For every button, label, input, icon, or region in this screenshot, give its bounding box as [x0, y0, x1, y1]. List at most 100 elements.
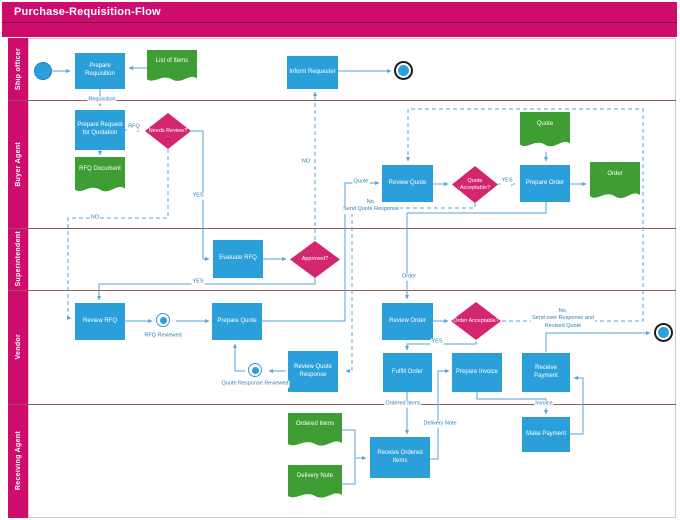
edge-label-approved-yes: YES — [191, 278, 205, 286]
document-label: Ordered Items — [295, 421, 335, 428]
task-label: Receive Payment — [534, 364, 558, 379]
document-label: Delivery Note — [296, 473, 333, 480]
decision-label: Needs Review? — [148, 127, 188, 134]
edge-label-quote-acceptable-yes: YES — [500, 177, 514, 185]
task-label: Review RFQ — [82, 317, 117, 324]
task-label: Evaluate RFQ — [219, 255, 257, 262]
edge-label-needs-review-no: NO — [89, 214, 101, 222]
task-prepare-quote[interactable]: Prepare Quote — [212, 303, 262, 340]
task-label: Review Quote Response — [294, 363, 332, 378]
connector-order — [405, 202, 547, 300]
connector-delivery-note-doc — [342, 459, 356, 485]
edge-label-order: Order — [400, 273, 418, 281]
title-separator — [2, 22, 677, 23]
task-label: Prepare Request for Quotation — [77, 122, 123, 136]
document-shape — [147, 50, 197, 81]
edge-label-approved-no: NO — [300, 158, 312, 166]
document-delivery-note[interactable]: Delivery Note — [288, 465, 342, 503]
diagram-title: Purchase-Requisition-Flow — [14, 6, 161, 18]
edge-label-order-acceptable-yes: YES — [430, 338, 444, 346]
edge-label-send-over-response: No, Send over Response and Revised Quote — [530, 308, 596, 331]
edge-label-line: No, — [365, 199, 377, 207]
document-list-of-items[interactable]: List of Items — [147, 50, 197, 86]
lane-divider — [8, 100, 676, 101]
document-order[interactable]: Order — [590, 162, 640, 204]
connector-receive-payment-to-end — [545, 331, 651, 352]
task-receive-ordered-items[interactable]: Receive Ordered Items — [370, 437, 430, 478]
edge-label-needs-review-yes: YES — [191, 192, 205, 200]
document-label: Order — [607, 171, 623, 178]
lane-divider — [8, 404, 676, 405]
document-label: RFQ Document — [79, 165, 121, 172]
document-shape — [590, 162, 640, 199]
edge-label-line: Revised Quote — [543, 322, 583, 331]
lane-header-separator — [28, 38, 29, 518]
task-make-payment[interactable]: Make Payment — [522, 417, 570, 452]
task-prepare-requisition[interactable]: Prepare Requisition — [75, 53, 125, 89]
connector-event-to-prepare-quote-2 — [233, 343, 245, 372]
decision-label: Quote Acceptable? — [459, 177, 491, 191]
start-event[interactable] — [34, 62, 52, 80]
edge-label-invoice: Invoice — [534, 400, 554, 408]
task-label: Prepare Order — [525, 179, 565, 186]
edge-label-quote: Quote — [352, 178, 370, 186]
task-label: Receive Ordered Items — [377, 449, 423, 464]
task-label: Fulfill Order — [391, 368, 423, 375]
task-review-rfq[interactable]: Review RFQ — [75, 303, 125, 340]
document-quote[interactable]: Quote — [520, 112, 570, 152]
connector-ordered-items-doc — [342, 429, 367, 460]
document-shape — [288, 413, 342, 446]
connector-needs-review-no — [67, 149, 169, 320]
task-label: Review Order — [389, 317, 426, 324]
task-label: Prepare Invoice — [455, 368, 499, 375]
edge-label-requisition: Requisition — [87, 96, 117, 104]
lane-divider — [8, 228, 676, 229]
task-evaluate-rfq[interactable]: Evaluate RFQ — [213, 240, 263, 278]
task-fulfill-order[interactable]: Fulfill Order — [383, 353, 432, 392]
event-quote-response-reviewed[interactable] — [248, 363, 262, 377]
task-inform-requester[interactable]: Inform Requester — [287, 56, 338, 89]
edge-label-line: Send over Response and — [530, 315, 596, 323]
task-label: Review Quote — [388, 179, 427, 186]
end-event-vendor[interactable] — [656, 325, 671, 340]
task-review-quote[interactable]: Review Quote — [382, 165, 433, 202]
task-prepare-order[interactable]: Prepare Order — [520, 165, 570, 202]
connector-approved-yes — [97, 278, 316, 301]
document-ordered-items[interactable]: Ordered Items — [288, 413, 342, 451]
connector-order-acceptable-no — [406, 108, 644, 322]
edge-label-line: Send Quote Response — [342, 206, 400, 214]
diagram-title-bar: Purchase-Requisition-Flow — [2, 2, 677, 22]
task-receive-payment[interactable]: Receive Payment — [522, 353, 570, 392]
lane-header-column — [8, 38, 28, 518]
document-shape — [288, 465, 342, 498]
decision-label: Approved? — [301, 256, 329, 263]
event-label-rfq-reviewed: RFQ Reviewed — [143, 332, 183, 340]
connector-payment — [570, 376, 584, 435]
document-rfq[interactable]: RFQ Document — [75, 157, 125, 197]
event-rfq-reviewed[interactable] — [156, 313, 170, 327]
task-label: Inform Requester — [289, 68, 336, 75]
connector-quote-acceptable-no — [345, 203, 476, 373]
task-review-quote-response[interactable]: Review Quote Response — [288, 351, 338, 392]
task-review-order[interactable]: Review Order — [382, 303, 433, 340]
document-shape — [75, 157, 125, 192]
connector-delivery-note — [430, 369, 450, 460]
edge-label-line: No, — [557, 308, 569, 316]
document-shape — [520, 112, 570, 147]
task-label: Make Payment — [525, 430, 567, 437]
edge-label-send-quote-response: No, Send Quote Response — [342, 199, 400, 214]
lane-divider — [8, 290, 676, 291]
edge-label-delivery-note: Delivery Note — [422, 420, 458, 428]
task-prepare-request-for-quotation[interactable]: Prepare Request for Quotation — [75, 110, 125, 150]
document-label: List of Items — [155, 57, 189, 64]
edge-label-rfq: RFQ — [127, 123, 141, 131]
decision-label: Order Acceptable? — [453, 317, 499, 324]
phase-band — [2, 23, 677, 37]
task-prepare-invoice[interactable]: Prepare Invoice — [452, 353, 502, 392]
event-label-quote-response-reviewed: Quote Response Reviewed — [220, 380, 290, 388]
edge-label-ordered-items: Ordered Items — [384, 400, 422, 408]
end-event-requester[interactable] — [396, 63, 411, 78]
task-label: Prepare Requisition — [85, 63, 115, 77]
